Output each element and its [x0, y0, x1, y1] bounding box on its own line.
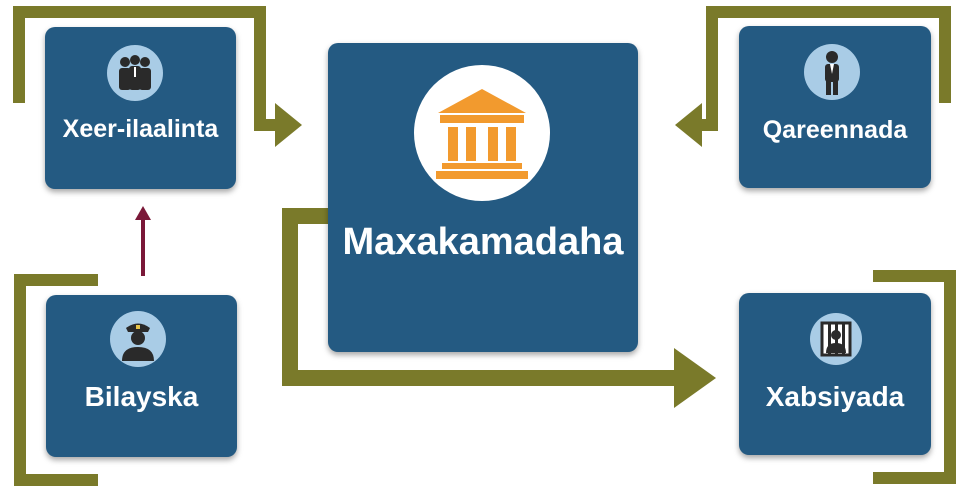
prisoner-icon: [810, 313, 862, 365]
node-prosecution: Xeer-ilaalinta: [45, 27, 236, 189]
connector-prosecution-to-court: [13, 6, 275, 131]
node-prosecution-label: Xeer-ilaalinta: [62, 115, 219, 143]
connector-court-to-prison: [282, 208, 680, 386]
node-lawyers-label: Qareennada: [762, 116, 908, 144]
node-court: Maxakamadaha: [328, 43, 638, 352]
node-prison-label: Xabsiyada: [765, 381, 905, 412]
node-police: Bilayska: [46, 295, 237, 457]
people-group-icon: [107, 45, 163, 101]
arrowhead-to-court-left: [275, 103, 302, 147]
node-prison: Xabsiyada: [739, 293, 931, 455]
courthouse-icon: [414, 65, 550, 201]
node-police-label: Bilayska: [84, 381, 199, 412]
businessman-icon: [804, 44, 860, 100]
connector-prison-bracket: [873, 270, 956, 484]
police-officer-icon: [110, 311, 166, 367]
connector-police-bracket: [14, 274, 98, 486]
connector-lawyers-to-court: [700, 6, 951, 131]
node-court-label: Maxakamadaha: [342, 221, 624, 263]
arrowhead-to-prison: [674, 348, 716, 408]
arrowhead-to-prosecution: [135, 206, 151, 220]
node-lawyers: Qareennada: [739, 26, 931, 188]
arrowhead-to-court-right: [675, 103, 702, 147]
